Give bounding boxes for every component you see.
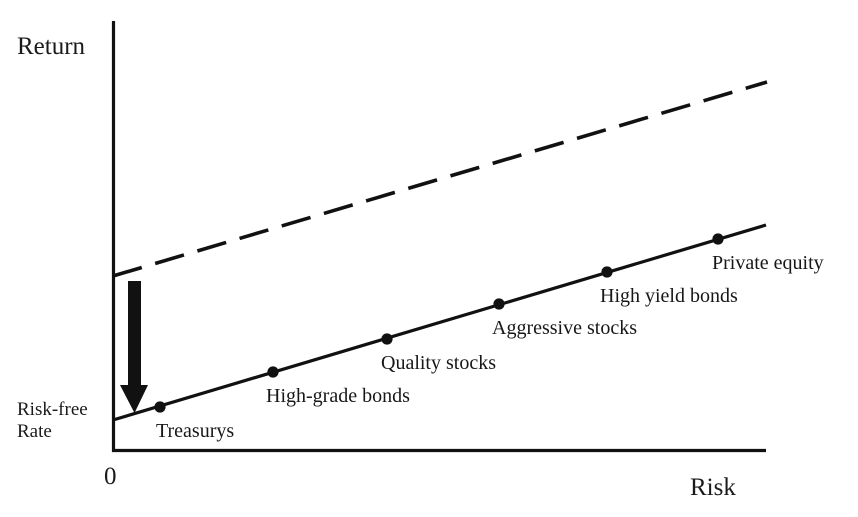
risk-free-rate-line2: Rate (17, 421, 52, 443)
point-label-treasurys: Treasurys (156, 420, 235, 442)
data-point-private-equity (712, 233, 724, 245)
point-label-quality-stocks: Quality stocks (381, 352, 496, 374)
y-axis-title: Return (17, 33, 86, 60)
point-label-high-grade-bonds: High-grade bonds (266, 385, 410, 407)
point-label-high-yield-bonds: High yield bonds (600, 285, 738, 307)
origin-tick-label: 0 (104, 463, 117, 490)
point-label-aggressive-stocks: Aggressive stocks (492, 317, 637, 339)
data-point-aggressive-stocks (493, 298, 505, 310)
data-points-group (154, 233, 724, 413)
risk-free-rate-label: Risk-free Rate (17, 399, 88, 444)
x-axis-title: Risk (690, 474, 736, 501)
data-point-high-yield-bonds (601, 266, 613, 278)
axes-group (111, 21, 766, 453)
risk-free-rate-line1: Risk-free (17, 399, 88, 420)
data-point-quality-stocks (381, 333, 393, 345)
downward-shift-arrow (120, 281, 148, 413)
dashed-market-line (112, 80, 768, 278)
point-label-private-equity: Private equity (712, 252, 824, 274)
data-point-high-grade-bonds (267, 366, 279, 378)
security-market-line (112, 223, 767, 422)
data-point-treasurys (154, 401, 166, 413)
